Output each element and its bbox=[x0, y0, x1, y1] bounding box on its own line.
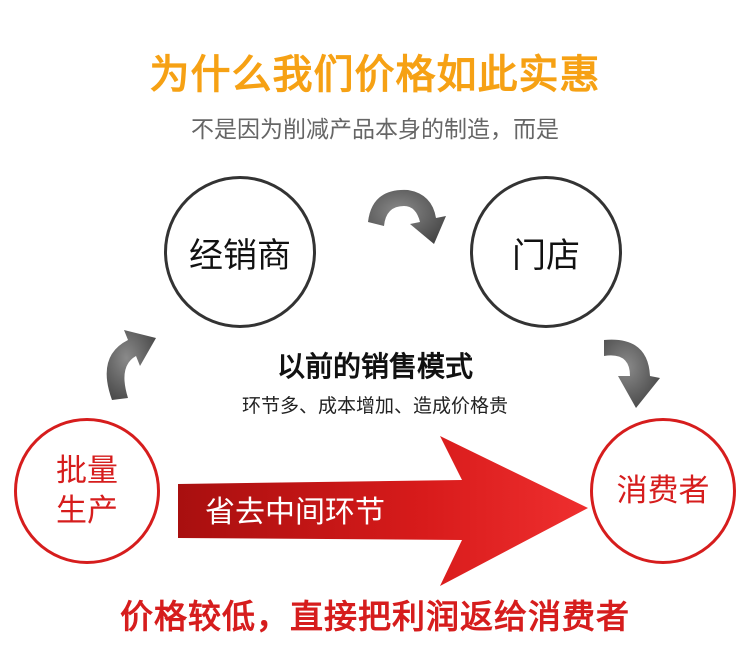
page-subtitle: 不是因为削减产品本身的制造，而是 bbox=[191, 117, 559, 143]
node-consumer-label: 消费者 bbox=[616, 473, 710, 509]
node-distributor: 经销商 bbox=[164, 176, 316, 328]
big-red-arrow-icon bbox=[178, 436, 588, 586]
curved-arrow-top-icon bbox=[368, 189, 446, 244]
node-store-label: 门店 bbox=[512, 235, 580, 276]
page-title: 为什么我们价格如此实惠 bbox=[149, 52, 601, 98]
node-producer: 批量 生产 bbox=[14, 418, 160, 564]
node-producer-line1: 批量 bbox=[56, 453, 118, 489]
conclusion-text: 价格较低，直接把利润返给消费者 bbox=[120, 597, 630, 636]
old-model-description: 环节多、成本增加、造成价格贵 bbox=[241, 395, 508, 417]
curved-arrow-right-icon bbox=[604, 339, 660, 408]
curved-arrow-left-icon bbox=[106, 330, 156, 400]
node-store: 门店 bbox=[470, 176, 622, 328]
node-producer-line2: 生产 bbox=[56, 493, 118, 529]
old-model-heading: 以前的销售模式 bbox=[276, 350, 473, 383]
arrow-label: 省去中间环节 bbox=[205, 495, 385, 530]
node-distributor-label: 经销商 bbox=[189, 235, 291, 276]
node-consumer: 消费者 bbox=[590, 418, 736, 564]
